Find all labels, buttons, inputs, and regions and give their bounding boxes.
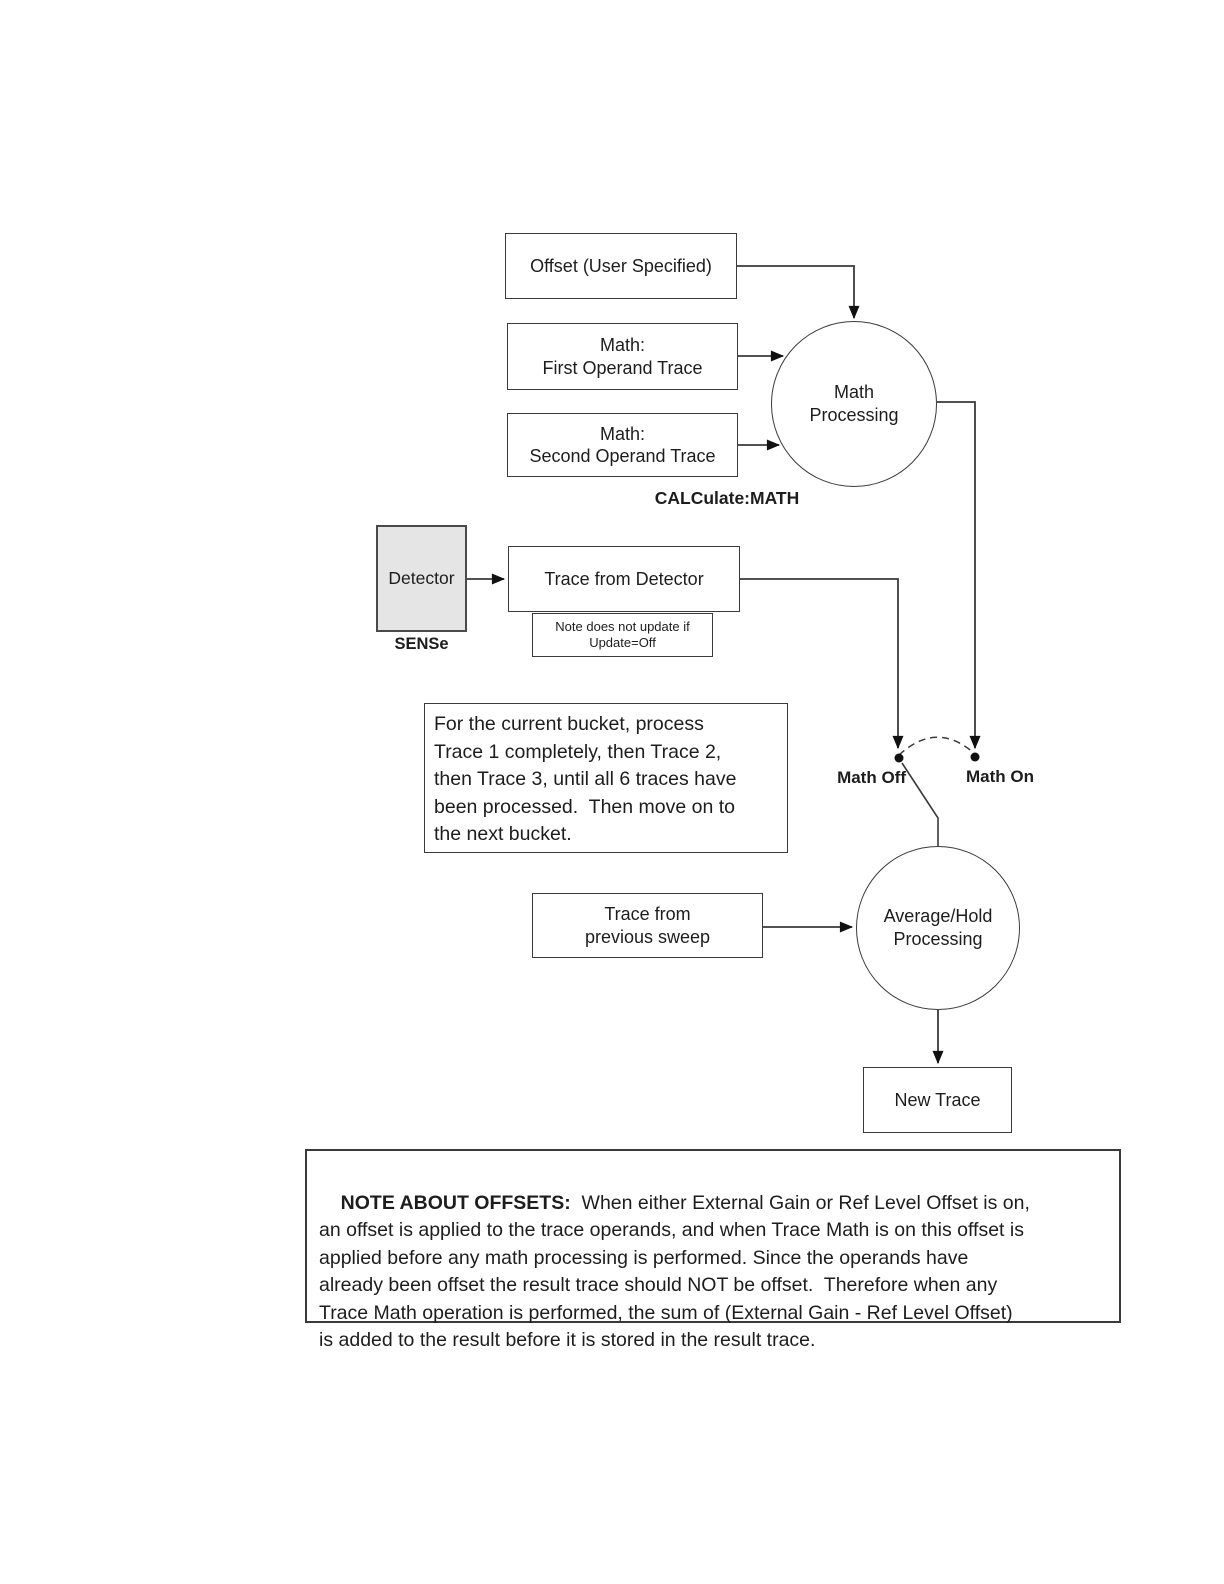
new-trace-box: New Trace (863, 1067, 1012, 1133)
math-first-line1: Math: (599, 335, 646, 355)
math-second-line1: Math: (599, 423, 646, 444)
detector-box: Detector (376, 525, 467, 632)
mathoff-terminal-dot (894, 753, 904, 763)
offset-label: Offset (User Specified) (530, 255, 712, 276)
prev-sweep-line1: Trace from (604, 904, 691, 924)
bucket-processing-note-box: For the current bucket, process Trace 1 … (424, 703, 788, 853)
mathon-terminal-dot (970, 752, 980, 762)
update-note-line2: Update=Off (589, 635, 656, 650)
average-hold-processing-circle: Average/Hold Processing (856, 846, 1020, 1010)
connector-mathprocessing-to-mathon (937, 401, 981, 750)
switch-lever (901, 762, 939, 846)
trace-previous-sweep-box: Trace from previous sweep (532, 893, 763, 958)
update-note-line1: Note does not update if (555, 618, 690, 634)
avg-hold-line1: Average/Hold (883, 906, 993, 926)
math-processing-line2: Processing (809, 405, 899, 425)
offset-user-specified-box: Offset (User Specified) (505, 233, 737, 299)
offsets-note-body: When either External Gain or Ref Level O… (319, 1191, 1030, 1352)
offsets-note-lead: NOTE ABOUT OFFSETS: (340, 1191, 571, 1214)
math-second-operand-box: Math: Second Operand Trace (507, 413, 738, 477)
note-about-offsets-box: NOTE ABOUT OFFSETS: When either External… (305, 1149, 1121, 1351)
connector-offset-to-mathprocessing (737, 265, 860, 320)
math-processing-circle: Math Processing (771, 321, 937, 487)
math-first-operand-box: Math: First Operand Trace (507, 323, 738, 390)
connector-trace-to-mathoff (740, 578, 904, 750)
update-note-box: Note does not update if Update=Off (532, 613, 713, 657)
bucket-note-text: For the current bucket, process Trace 1 … (434, 713, 737, 845)
new-trace-label: New Trace (894, 1089, 981, 1110)
math-processing-line1: Math (833, 382, 875, 402)
math-on-label: Math On (966, 767, 1034, 786)
trace-from-detector-box: Trace from Detector (508, 546, 740, 612)
prev-sweep-line2: previous sweep (584, 926, 711, 947)
sense-label: SENSe (394, 635, 449, 653)
math-first-line2: First Operand Trace (542, 357, 703, 378)
switch-arc (898, 736, 976, 756)
math-second-line2: Second Operand Trace (529, 446, 716, 466)
trace-from-detector-label: Trace from Detector (544, 568, 704, 589)
detector-label: Detector (388, 568, 455, 589)
calculate-math-label: CALCulate:MATH (654, 488, 800, 508)
avg-hold-line2: Processing (893, 929, 983, 949)
math-off-label: Math Off (837, 768, 906, 787)
